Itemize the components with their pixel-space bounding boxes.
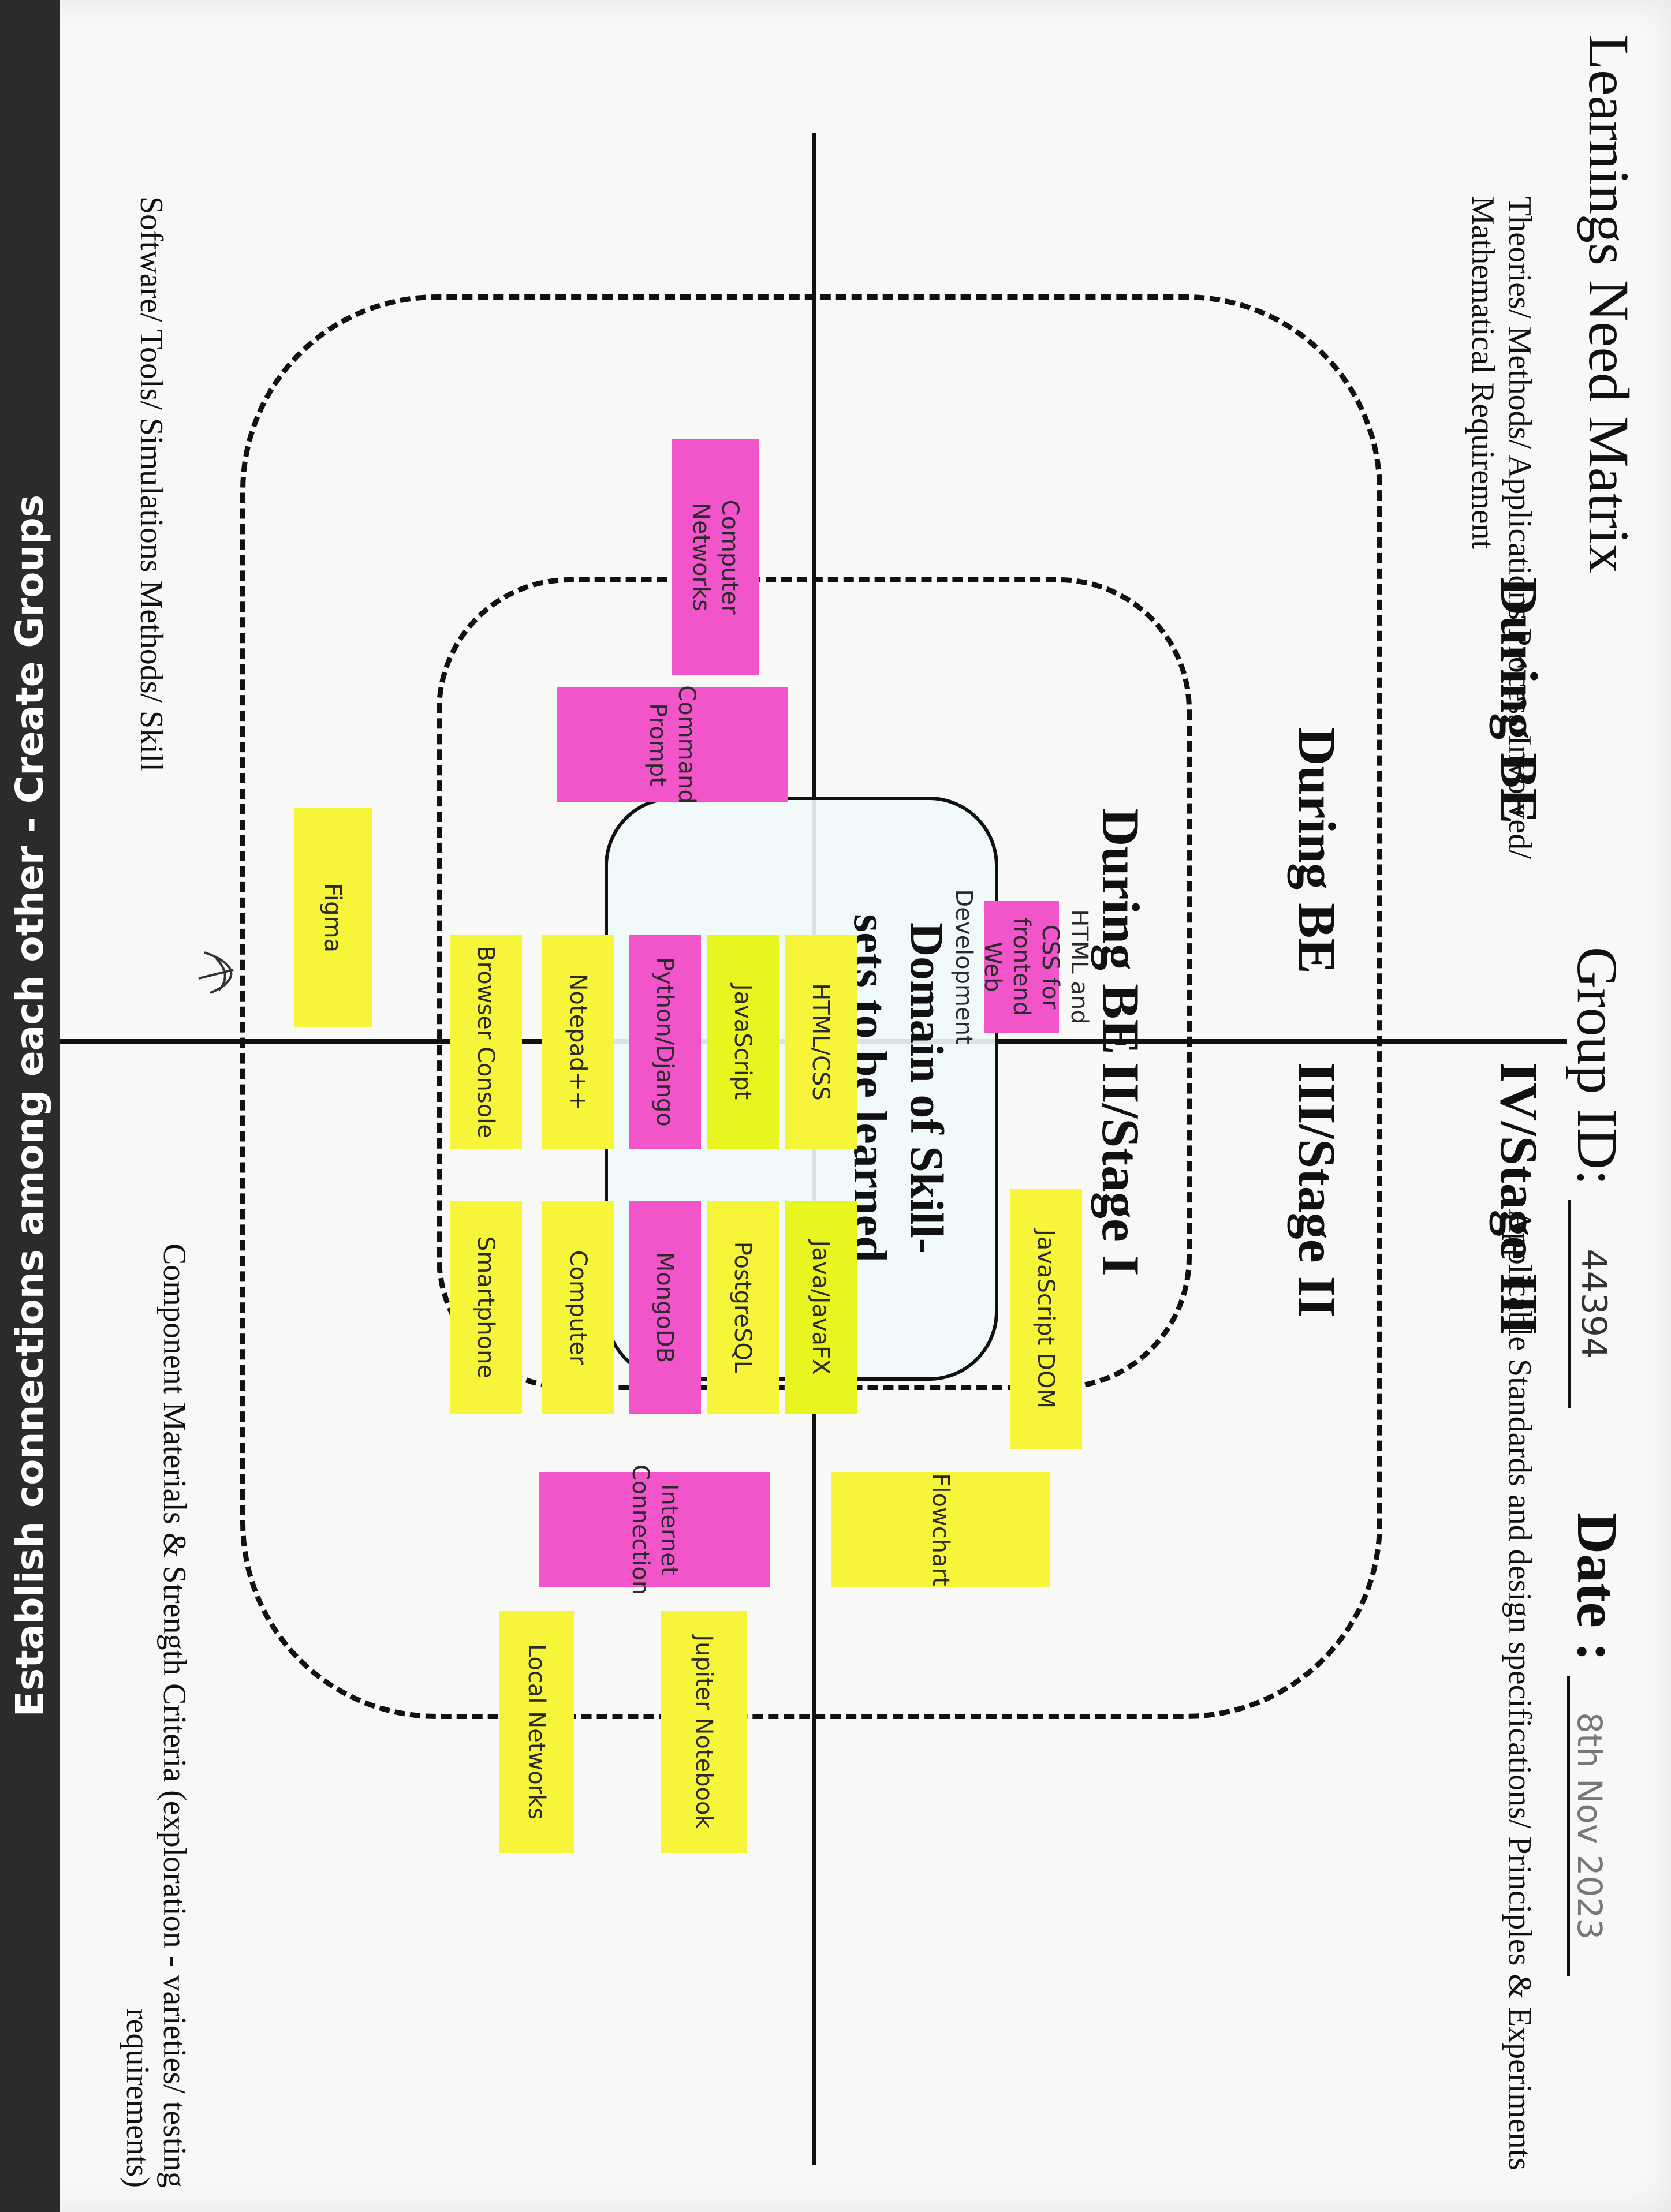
note-figma: Figma	[294, 808, 372, 1027]
note-command-prompt: Command Prompt	[557, 685, 788, 804]
quadrant-label-bottom-left: Software/ Tools/ Simulations Methods/ Sk…	[133, 196, 169, 772]
quadrant-label-top-right: Applicable Standards and design specific…	[1502, 1209, 1538, 2170]
note-html-css: HTML/CSS	[785, 935, 857, 1149]
note-jupyter-notebook: Jupiter Notebook	[661, 1611, 747, 1853]
stage-outer-right: IV/Stage III	[1490, 1062, 1549, 1335]
signature-mark	[198, 951, 234, 994]
note-local-networks: Local Networks	[499, 1611, 574, 1853]
note-flowchart: Flowchart	[831, 1472, 1050, 1587]
note-javascript-dom: JavaScript DOM	[1010, 1189, 1082, 1449]
date-label: Date :	[1565, 1512, 1629, 1662]
banner-text: Establish connections among each other -…	[8, 495, 53, 1717]
note-java-javafx: Java/JavaFX	[785, 1201, 857, 1414]
group-id: Group ID: 44394	[1564, 947, 1631, 1408]
note-postgresql: PostgreSQL	[707, 1201, 779, 1414]
date-value: 8th Nov 2023	[1567, 1676, 1609, 1976]
group-id-label: Group ID:	[1565, 947, 1629, 1186]
quadrant-label-bottom-right: Component Materials & Strength Criteria …	[119, 1243, 192, 2188]
note-computer-networks: Computer Networks	[672, 439, 759, 675]
date: Date : 8th Nov 2023	[1564, 1512, 1631, 1976]
note-notepad: Notepad++	[542, 935, 614, 1149]
stage-inner-left: During BE	[1091, 808, 1150, 1055]
page-title: Learnings Need Matrix	[1577, 35, 1641, 574]
banner: Establish connections among each other -…	[0, 0, 60, 2212]
stage-outer-left: During BE	[1490, 577, 1549, 824]
core-title: Domain of Skill-sets to be learned	[844, 914, 953, 1262]
note-internet-connection: Internet Connection	[539, 1464, 770, 1595]
note-smartphone: Smartphone	[450, 1201, 522, 1414]
stage-middle-right: III/Stage II	[1288, 1062, 1347, 1318]
note-browser-console: Browser Console	[450, 935, 522, 1149]
group-id-value: 44394	[1568, 1200, 1614, 1408]
stage-inner-right: II/Stage I	[1091, 1062, 1150, 1276]
note-computer: Computer	[542, 1201, 614, 1414]
note-mongodb: MongoDB	[629, 1201, 701, 1414]
note-html-css-frontend: HTML and CSS for frontend Web Developmen…	[950, 889, 1092, 1044]
stage-middle-left: During BE	[1288, 727, 1347, 974]
note-python-django: Python/Django	[629, 935, 701, 1149]
note-javascript: JavaScript	[707, 935, 779, 1149]
